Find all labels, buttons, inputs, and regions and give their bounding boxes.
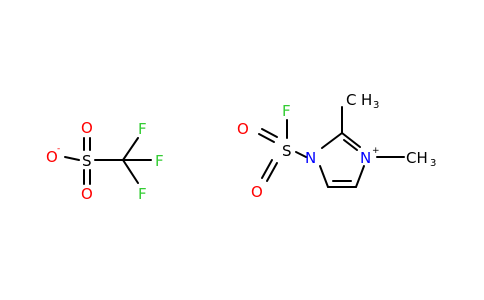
bond-S-O-single [64, 156, 80, 161]
atom-O-top-anion: O [81, 119, 93, 137]
atom-F-cation: F [282, 102, 291, 120]
bond-C2-N3-2 [343, 139, 358, 151]
atom-O-single: O [46, 148, 58, 166]
bond-S-O-left-1 [261, 128, 278, 138]
bond-C-F-bottom [122, 159, 139, 184]
methyl-top-C: C [346, 91, 356, 109]
bond-S-O-left-2 [258, 133, 275, 143]
bond-S-O-bottom-2 [266, 162, 278, 182]
atom-F-right-anion: F [155, 152, 164, 170]
bond-C5-N1 [319, 165, 329, 188]
atom-O-bottom-anion: O [81, 185, 93, 203]
imidazolium-cation: F S O O N N + C H 3 CH 3 [237, 91, 436, 201]
bond-S-N1 [295, 151, 307, 158]
methyl-right-sub: 3 [430, 158, 436, 169]
atom-O-left-cation: O [237, 120, 249, 138]
bond-N3-C4 [355, 165, 365, 188]
charge-minus: - [57, 144, 60, 154]
bond-N1-C2 [321, 132, 343, 149]
atom-N1: N [305, 149, 316, 167]
bond-C2-N3-1 [341, 132, 361, 148]
atom-F-top-anion: F [138, 120, 147, 138]
methyl-right-CH: CH [406, 149, 428, 167]
methyl-top-sub: 3 [373, 100, 379, 111]
atom-S-cation: S [282, 142, 292, 160]
atom-S-anion: S [82, 152, 92, 170]
atom-O-bottom-cation: O [251, 183, 263, 201]
charge-plus: + [372, 146, 380, 156]
bond-S-O-bottom-1 [261, 159, 273, 179]
bond-C-F-top [122, 137, 139, 161]
triflate-anion: O - S O O F F F [46, 119, 164, 203]
methyl-top-H: H [361, 91, 372, 109]
atom-F-bottom-anion: F [138, 185, 147, 203]
atom-N3: N [360, 149, 371, 167]
